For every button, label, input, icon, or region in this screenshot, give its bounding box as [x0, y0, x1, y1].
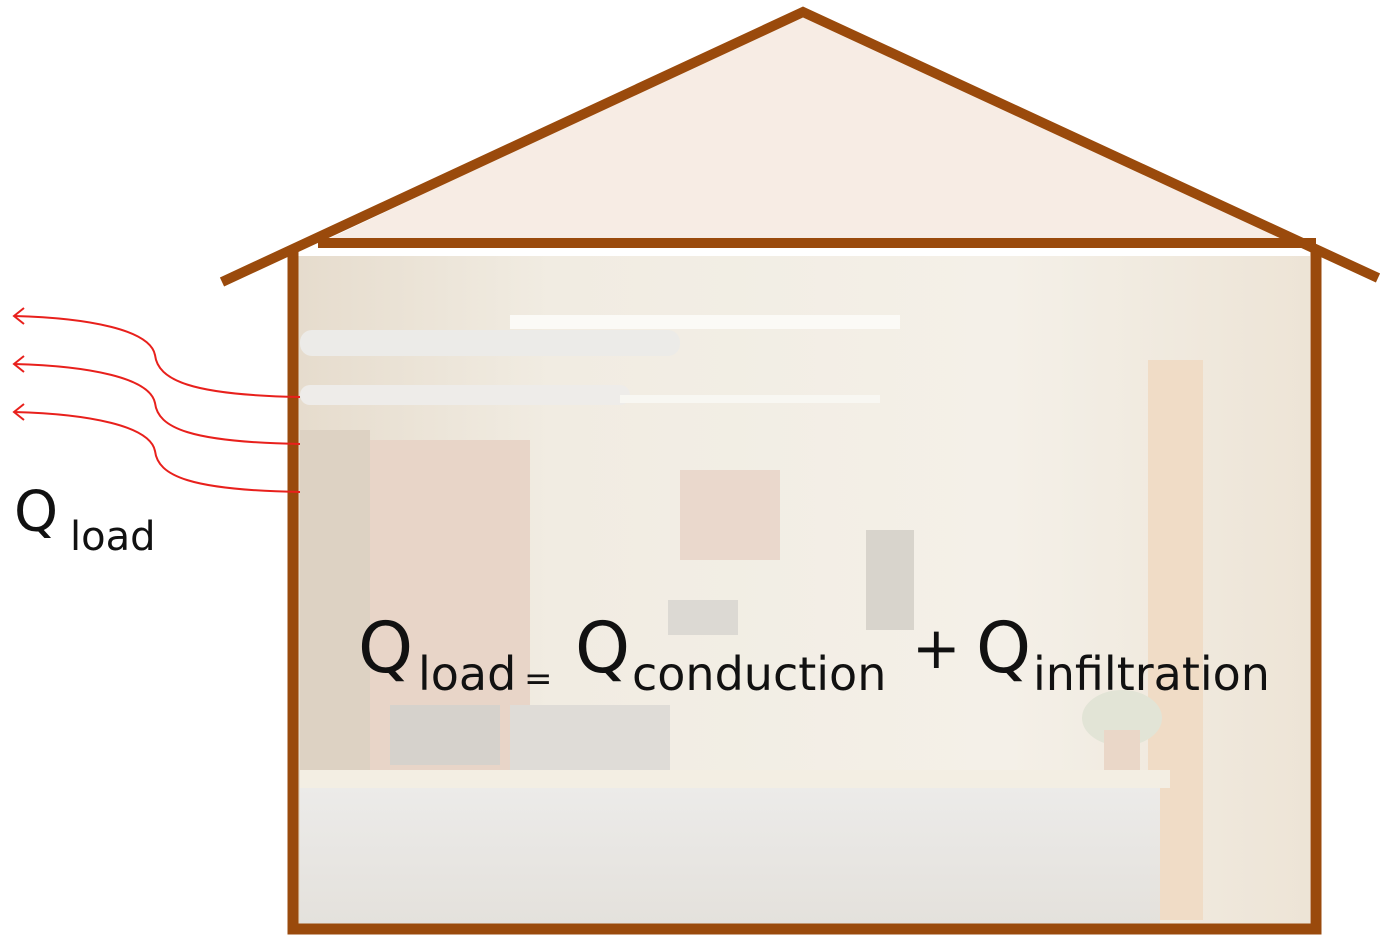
interior-background	[298, 256, 1310, 924]
arrowhead-middle	[12, 355, 25, 373]
house-outline-icon	[219, 6, 1380, 935]
heat-balance-equation: Q load = Q conduction + Q infiltration	[358, 607, 1270, 701]
equation-term2-q: Q	[976, 607, 1031, 689]
heat-arrow-bottom	[13, 411, 301, 493]
equation-term1-sub: conduction	[632, 647, 886, 701]
heat-arrow-top	[13, 315, 301, 398]
wavy-arrow-icon	[12, 307, 301, 493]
equation-equals: =	[524, 659, 553, 699]
equation-lhs-sub: load	[418, 647, 516, 701]
side-sub: load	[70, 514, 156, 560]
arrowhead-top	[12, 307, 25, 325]
equation-term1-q: Q	[575, 607, 630, 689]
side-load-label: Q load	[14, 480, 156, 560]
roof-fill	[320, 14, 1300, 243]
equation-plus: +	[912, 614, 961, 682]
equation-lhs-q: Q	[358, 607, 413, 689]
equation-term2-sub: infiltration	[1033, 647, 1270, 701]
arrowhead-bottom	[12, 403, 25, 421]
heat-arrow-middle	[13, 363, 301, 445]
side-q: Q	[14, 480, 58, 545]
